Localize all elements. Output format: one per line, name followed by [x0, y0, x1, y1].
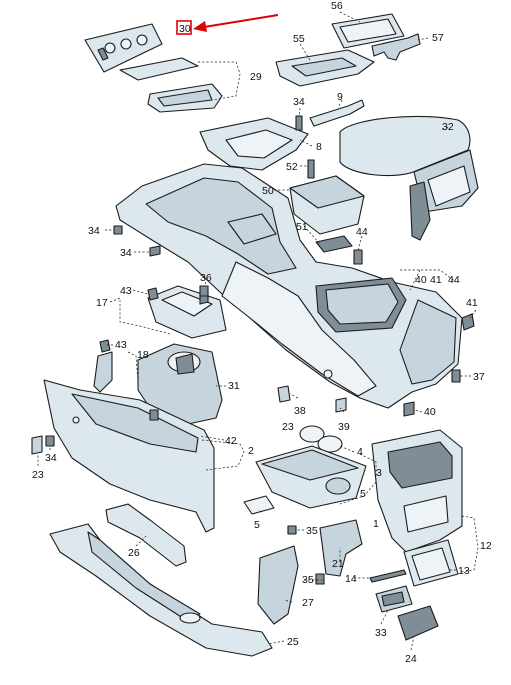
part-51-switch: [315, 235, 353, 253]
part-3-cup-holder: [255, 445, 367, 509]
part-21-bracket: [319, 519, 363, 577]
part-1-vent-panel: [371, 429, 463, 553]
callout-label: 9: [337, 91, 343, 103]
part-8-frame: [199, 117, 309, 171]
callout-label: 42: [225, 435, 237, 447]
highlight-box: [176, 20, 192, 35]
callout-label: 25: [287, 636, 299, 648]
callout-label: 41: [430, 274, 442, 286]
leader-lines: [37, 11, 477, 651]
group-brackets: [109, 61, 479, 573]
callout-label: 57: [432, 32, 444, 44]
part-25-lower-trim: [49, 523, 273, 657]
part-14-strip: [369, 569, 407, 583]
callout-label: 32: [442, 121, 454, 133]
part-42-side-trim: [43, 379, 215, 533]
part-13-frame: [403, 539, 459, 587]
highlight-arrowhead: [193, 21, 207, 32]
callout-label: 43: [120, 285, 132, 297]
part-29-storage-trays: [119, 57, 223, 113]
callout-label: 52: [286, 161, 298, 173]
part-4-cup-cover: [299, 425, 343, 453]
callout-label: 37: [473, 371, 485, 383]
callout-label: 3: [376, 467, 382, 479]
callout-label: 8: [316, 141, 322, 153]
callout-label: 44: [448, 274, 460, 286]
part-9-trim-strip: [309, 99, 365, 127]
callout-label: 31: [228, 380, 240, 392]
part-17-gear-bracket: [147, 285, 227, 339]
callout-label: 41: [466, 297, 478, 309]
part-57-bracket: [371, 33, 421, 61]
callout-label: 14: [345, 573, 357, 585]
callout-label: 29: [250, 71, 262, 83]
part-33-switch-module: [375, 585, 413, 613]
callout-label: 13: [458, 565, 470, 577]
part-27-mount: [257, 545, 299, 625]
callout-labels: 56 57 55 29 34 9 8 32 52 50 34 51 44 34 …: [32, 0, 492, 665]
callout-label: 39: [338, 421, 350, 433]
callout-label: 51: [296, 221, 308, 233]
callout-label: 35: [302, 574, 314, 586]
callout-label: 2: [248, 445, 254, 457]
part-5-insert: [243, 495, 275, 515]
callout-label: 33: [375, 627, 387, 639]
part-55-tray-holder: [275, 49, 375, 87]
callout-label: 50: [262, 185, 274, 197]
callout-label: 21: [332, 558, 344, 570]
callout-label: 17: [96, 297, 108, 309]
highlight-arrow: [203, 14, 279, 28]
callout-label: 23: [282, 421, 294, 433]
part-50-storage-bin: [289, 175, 365, 235]
callout-label: 24: [405, 653, 417, 665]
part-32-armrest: [339, 115, 479, 241]
callout-label: 18: [137, 349, 149, 361]
callout-label: 4: [357, 446, 363, 458]
callout-label: 55: [293, 33, 305, 45]
callout-label: 34: [293, 96, 305, 108]
highlight-marker: 30: [176, 14, 279, 35]
callout-label: 34: [88, 225, 100, 237]
callout-label: 35: [306, 525, 318, 537]
part-31-gear-shifter: [137, 343, 223, 425]
callout-30: 30: [179, 23, 191, 35]
callout-label: 5: [360, 488, 366, 500]
callout-label: 34: [45, 452, 57, 464]
callout-label: 5: [254, 519, 260, 531]
callout-label: 44: [356, 226, 368, 238]
callout-label: 56: [331, 0, 343, 12]
callout-label: 40: [424, 406, 436, 418]
part-30-control-panel: [84, 23, 163, 73]
callout-label: 38: [294, 405, 306, 417]
part-24-socket: [397, 605, 439, 641]
callout-label: 36: [200, 272, 212, 284]
callout-label: 1: [373, 518, 379, 530]
center-console-body: [115, 163, 463, 409]
callout-label: 27: [302, 597, 314, 609]
callout-label: 12: [480, 540, 492, 552]
callout-label: 40: [415, 274, 427, 286]
callout-label: 23: [32, 469, 44, 481]
callout-label: 26: [128, 547, 140, 559]
part-26-side-rail: [105, 503, 187, 567]
callout-label: 34: [120, 247, 132, 259]
small-fasteners: [31, 287, 475, 455]
bolts: [45, 115, 461, 585]
callout-label: 43: [115, 339, 127, 351]
part-56-cover: [331, 13, 405, 49]
